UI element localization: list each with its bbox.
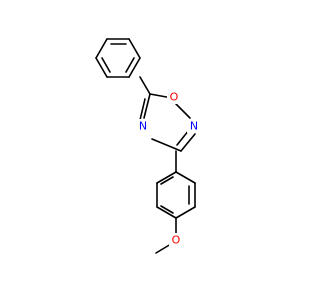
phenyl-double-bond xyxy=(101,57,111,73)
ring-bond-c3-n4 xyxy=(151,138,182,152)
ring-bond-n2-c3 xyxy=(180,133,196,152)
ring-nitrogen-label: N xyxy=(139,120,147,133)
phenyl-bond xyxy=(95,57,108,78)
ring-bond-n4-c5-double xyxy=(139,98,146,121)
ring-bond-n4-c5 xyxy=(143,93,151,119)
phenyl-bond xyxy=(95,38,108,59)
anisyl-bond xyxy=(156,171,177,184)
bond-layer xyxy=(95,38,196,254)
biaryl-bond xyxy=(139,76,151,95)
ring-oxygen-label: O xyxy=(170,91,179,104)
structure-diagram: O N N O xyxy=(95,38,201,254)
methyl-bond xyxy=(155,243,172,254)
anisyl-bond xyxy=(175,206,196,219)
ring-nitrogen-label: N xyxy=(190,120,198,133)
phenyl-bond xyxy=(128,38,141,59)
anisyl-bond xyxy=(175,171,196,184)
anisyl-double-bond xyxy=(160,176,174,185)
phenyl-bond xyxy=(128,57,141,78)
anisyl-double-bond xyxy=(160,205,174,214)
anisyl-bond xyxy=(156,206,177,219)
methoxy-oxygen-label: O xyxy=(172,234,181,247)
ring-bond-o1-n2 xyxy=(175,103,191,119)
phenyl-double-bond xyxy=(125,57,135,73)
atom-layer: O N N O xyxy=(136,90,201,247)
